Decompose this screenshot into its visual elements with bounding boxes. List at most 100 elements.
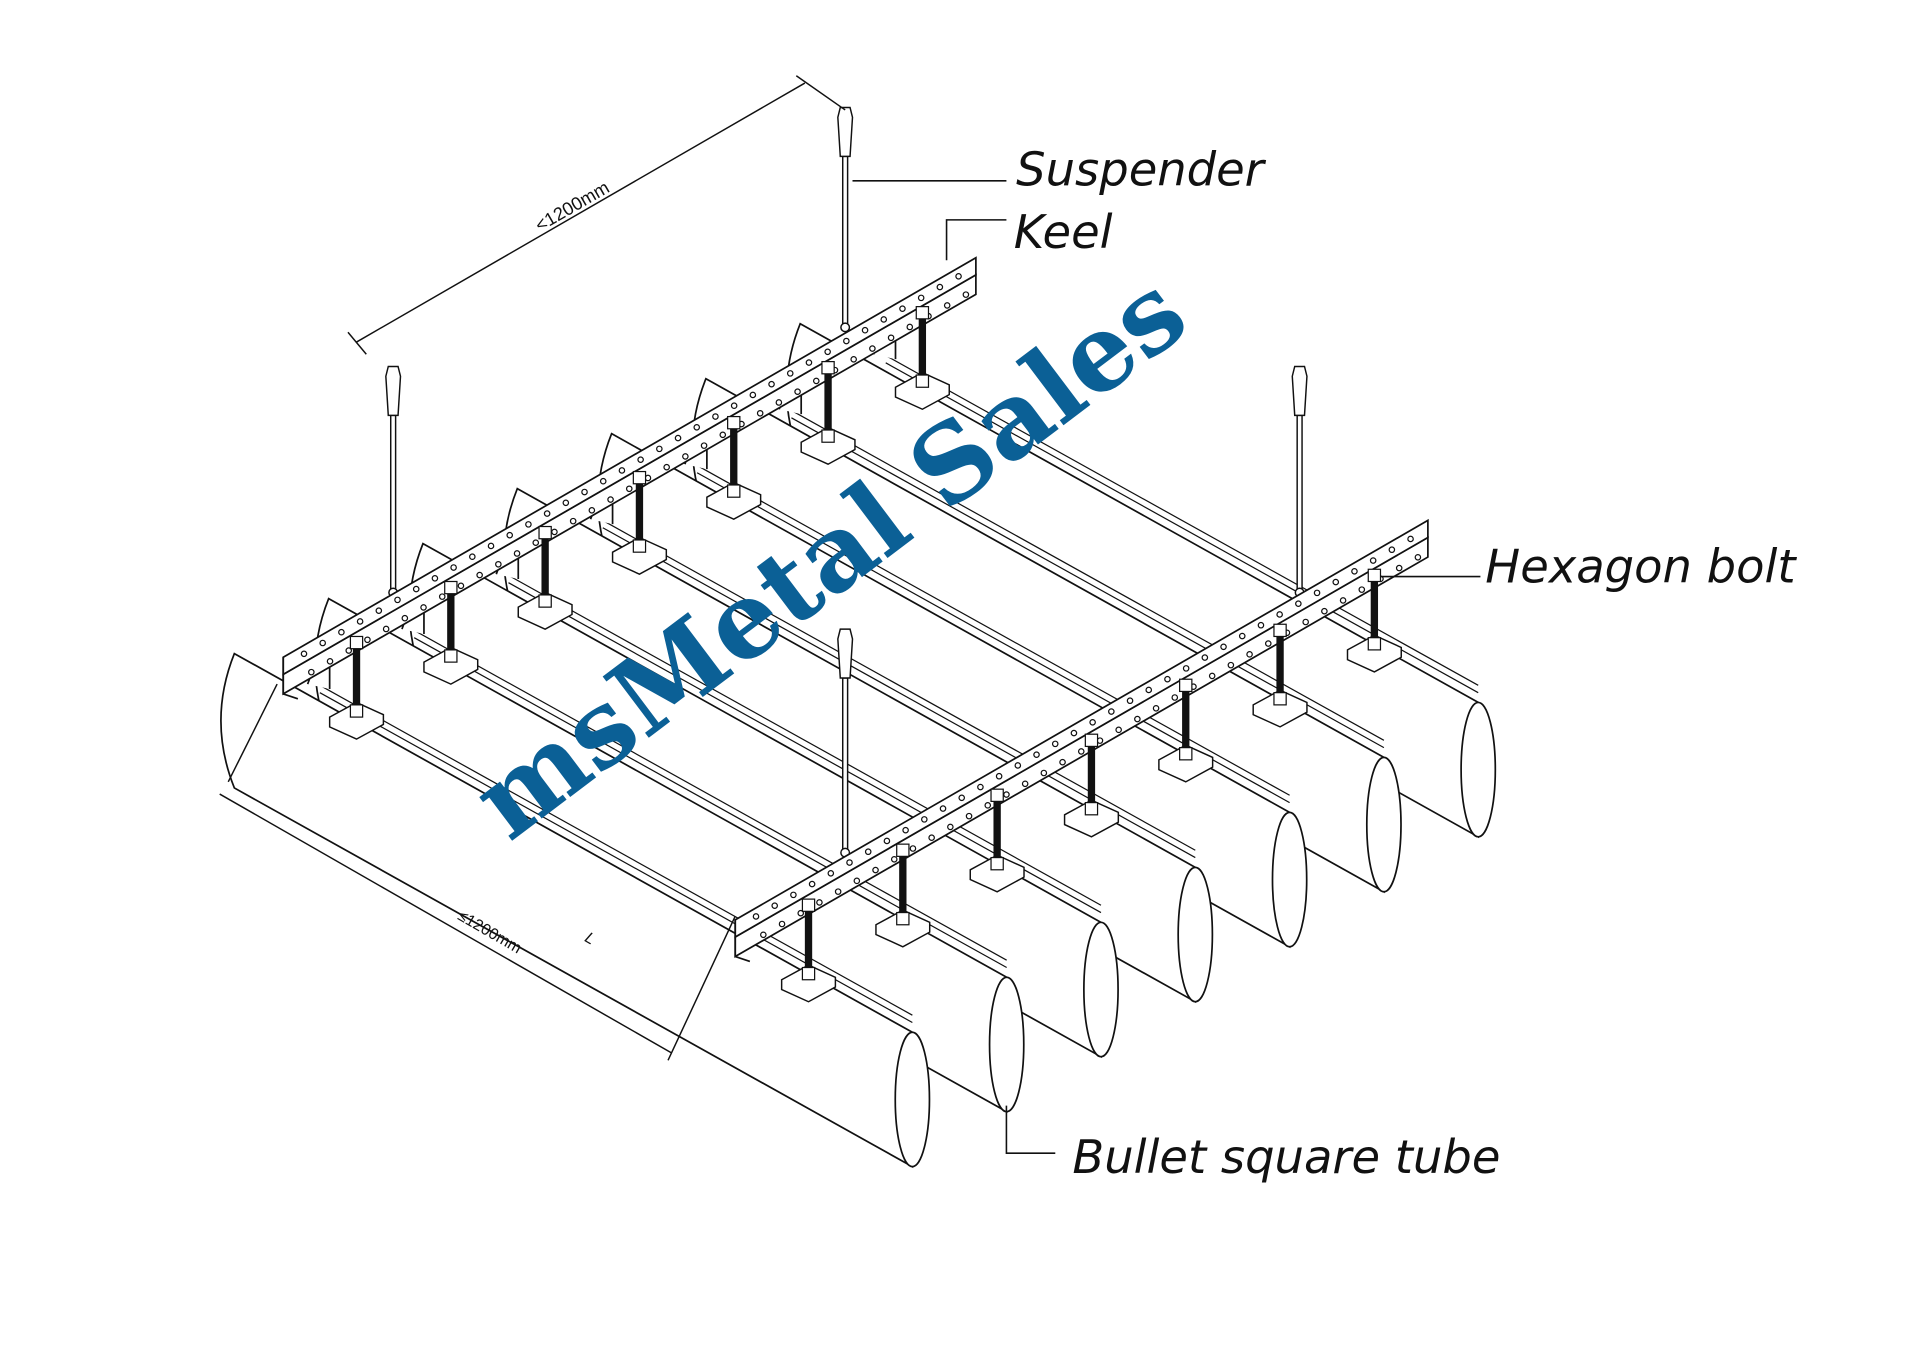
keel-hole	[1003, 791, 1010, 798]
keel-hole	[1089, 719, 1096, 726]
bullet-square-tubes	[220, 322, 1497, 1169]
hex-nut	[444, 580, 458, 595]
hex-nut	[1179, 747, 1193, 761]
suspender-rods	[385, 106, 1308, 858]
keel-hole	[1134, 715, 1141, 723]
keel-hole	[637, 456, 644, 463]
keel-hole	[947, 823, 954, 831]
hex-nut	[896, 911, 910, 926]
keel-hole	[326, 658, 334, 665]
keel-hole	[921, 816, 928, 823]
bolt-shaft	[1182, 684, 1190, 755]
keel-hole	[786, 370, 794, 377]
keel-hole	[890, 855, 898, 863]
keel-hole	[853, 877, 861, 885]
keel-hole	[1077, 748, 1085, 755]
keel-hole	[525, 521, 532, 528]
hex-nut	[632, 470, 647, 485]
keel-hole	[532, 539, 540, 546]
keel-hole	[869, 345, 876, 352]
hexagon-bolt	[1158, 678, 1214, 783]
hex-nut	[727, 415, 741, 430]
keel-hole	[834, 888, 842, 895]
keel-hole	[1145, 686, 1153, 694]
keel-hole	[625, 485, 633, 493]
keel-hole	[375, 607, 383, 614]
keel-hole	[476, 571, 483, 579]
keel-hole	[1388, 546, 1396, 554]
hexagon-bolt	[780, 898, 837, 1003]
hexagon-bolt	[1063, 733, 1120, 838]
keel-hole	[562, 499, 570, 507]
tube-end	[1271, 811, 1308, 948]
keel-hole	[808, 880, 816, 888]
keel-hole	[768, 380, 775, 388]
keel-hole	[599, 477, 607, 485]
keel-label: Keel	[1014, 205, 1113, 259]
keel-hole	[1264, 640, 1272, 647]
hexagon-bolt	[328, 635, 385, 740]
top-dimension	[347, 75, 846, 355]
hexagon-bolt	[875, 843, 931, 948]
keel-hole	[1208, 672, 1216, 680]
keel-hole	[356, 618, 364, 625]
keel-hole	[401, 614, 409, 622]
suspender	[837, 628, 854, 858]
tube-end	[1083, 921, 1119, 1058]
keel-hole	[1276, 611, 1283, 618]
keel-hole	[995, 772, 1003, 780]
tube-body	[220, 652, 914, 1169]
keel-hole	[319, 639, 327, 647]
keel-hole	[420, 604, 427, 611]
tube-end	[988, 976, 1025, 1113]
keel-hole	[958, 794, 966, 802]
hexagon-bolt	[1346, 568, 1402, 673]
keel-hole	[899, 305, 906, 312]
keel-hole	[864, 848, 872, 856]
keel-hole	[965, 812, 973, 820]
hexagon-bolt-label: Hexagon bolt	[1485, 540, 1797, 594]
suspender-rod	[841, 155, 849, 329]
bullet-square-tube-label: Bullet square tube	[1072, 1130, 1500, 1184]
keel-hole	[656, 445, 663, 453]
tube-rail	[413, 629, 1007, 961]
suspender-label: Suspender	[1016, 143, 1266, 197]
keel-hole	[887, 334, 895, 342]
keel-hole	[752, 913, 760, 920]
hexagon-bolt	[1252, 623, 1308, 728]
keel-hole	[1227, 661, 1235, 669]
keel-hole	[861, 326, 869, 334]
hex-nut	[1367, 637, 1382, 651]
keel-hole	[1295, 600, 1302, 607]
keel-hole	[663, 463, 670, 471]
hex-nut	[1273, 692, 1287, 706]
keel-hole	[1321, 607, 1328, 615]
bolt-shaft	[993, 794, 1001, 865]
keel-hole	[749, 391, 757, 399]
hex-nut	[632, 539, 647, 553]
keel-hole	[394, 596, 401, 604]
keel-hole	[588, 507, 596, 514]
keel-hole	[1238, 632, 1246, 640]
suspender-rod	[1296, 414, 1303, 594]
keel-hole	[909, 845, 917, 852]
tube-rail	[508, 574, 1102, 906]
suspender-head	[385, 365, 402, 417]
bolt-shaft	[804, 904, 813, 975]
keel-hole	[412, 585, 420, 593]
bolt-shaft	[352, 641, 361, 713]
keel-hole	[928, 834, 935, 841]
keel-end	[282, 657, 299, 700]
keel-hole	[872, 866, 879, 874]
hex-nut	[821, 360, 835, 375]
keel-hole	[308, 668, 315, 676]
keel-hole	[883, 837, 891, 845]
tube-end	[1177, 866, 1214, 1003]
hexagon-bolt	[800, 360, 856, 466]
tube-rail	[791, 409, 1385, 741]
hex-nut	[801, 898, 816, 912]
suspender-head	[837, 628, 854, 679]
keel-hole	[794, 388, 801, 395]
keel-hole	[902, 826, 909, 834]
keel-hole	[943, 302, 951, 309]
